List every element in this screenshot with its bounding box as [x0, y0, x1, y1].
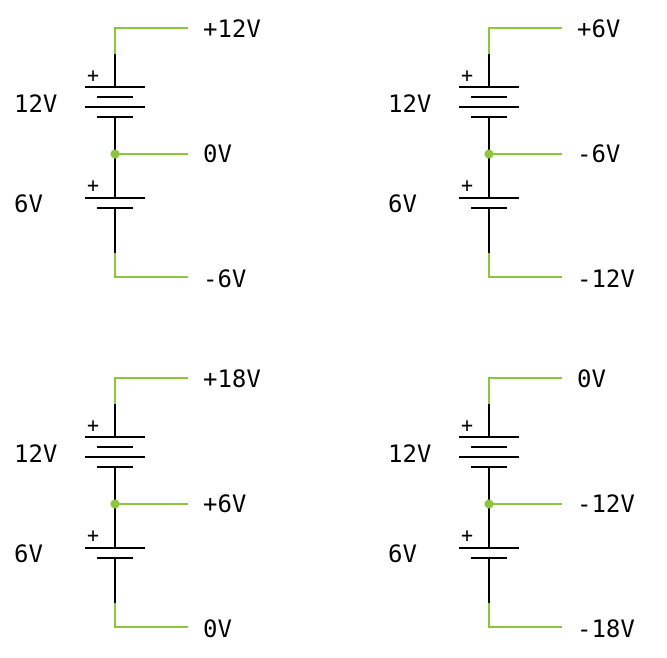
- circuit-3: + + 12V 6V +18V +6V 0V: [14, 365, 261, 643]
- battery-top-label: 12V: [14, 90, 57, 118]
- battery-top-label: 12V: [388, 90, 431, 118]
- plus-sign-6v: +: [87, 173, 99, 197]
- junction-node: [110, 499, 120, 509]
- mid-voltage-label: +6V: [203, 490, 246, 518]
- bottom-voltage-label: -18V: [577, 615, 635, 643]
- bottom-output-wire: [114, 603, 188, 628]
- bottom-voltage-label: -12V: [577, 265, 635, 293]
- top-voltage-label: +12V: [203, 15, 261, 43]
- circuit-1: + + 12V 6V +12V 0V -6V: [14, 15, 261, 293]
- top-output-wire: [488, 27, 562, 54]
- junction-node: [484, 149, 494, 159]
- circuit-2: + + 12V 6V +6V -6V -12V: [388, 15, 635, 293]
- junction-node: [110, 149, 120, 159]
- battery-bottom-label: 6V: [14, 540, 43, 568]
- top-output-wire: [488, 377, 562, 404]
- top-voltage-label: +18V: [203, 365, 261, 393]
- bottom-output-wire: [488, 253, 562, 278]
- plus-sign-6v: +: [461, 173, 473, 197]
- top-voltage-label: +6V: [577, 15, 620, 43]
- battery-top-label: 12V: [14, 440, 57, 468]
- battery-bottom-label: 6V: [388, 190, 417, 218]
- mid-voltage-label: -6V: [577, 140, 620, 168]
- plus-sign-12v: +: [461, 413, 473, 437]
- top-voltage-label: 0V: [577, 365, 606, 393]
- plus-sign-12v: +: [461, 63, 473, 87]
- battery-top-label: 12V: [388, 440, 431, 468]
- bottom-output-wire: [488, 603, 562, 628]
- top-output-wire: [114, 377, 188, 404]
- battery-bottom-label: 6V: [14, 190, 43, 218]
- bottom-voltage-label: -6V: [203, 265, 246, 293]
- bottom-voltage-label: 0V: [203, 615, 232, 643]
- plus-sign-6v: +: [461, 523, 473, 547]
- bottom-output-wire: [114, 253, 188, 278]
- plus-sign-12v: +: [87, 63, 99, 87]
- mid-voltage-label: 0V: [203, 140, 232, 168]
- plus-sign-12v: +: [87, 413, 99, 437]
- junction-node: [484, 499, 494, 509]
- plus-sign-6v: +: [87, 523, 99, 547]
- circuit-4: + + 12V 6V 0V -12V -18V: [388, 365, 635, 643]
- top-output-wire: [114, 27, 188, 54]
- mid-voltage-label: -12V: [577, 490, 635, 518]
- battery-bottom-label: 6V: [388, 540, 417, 568]
